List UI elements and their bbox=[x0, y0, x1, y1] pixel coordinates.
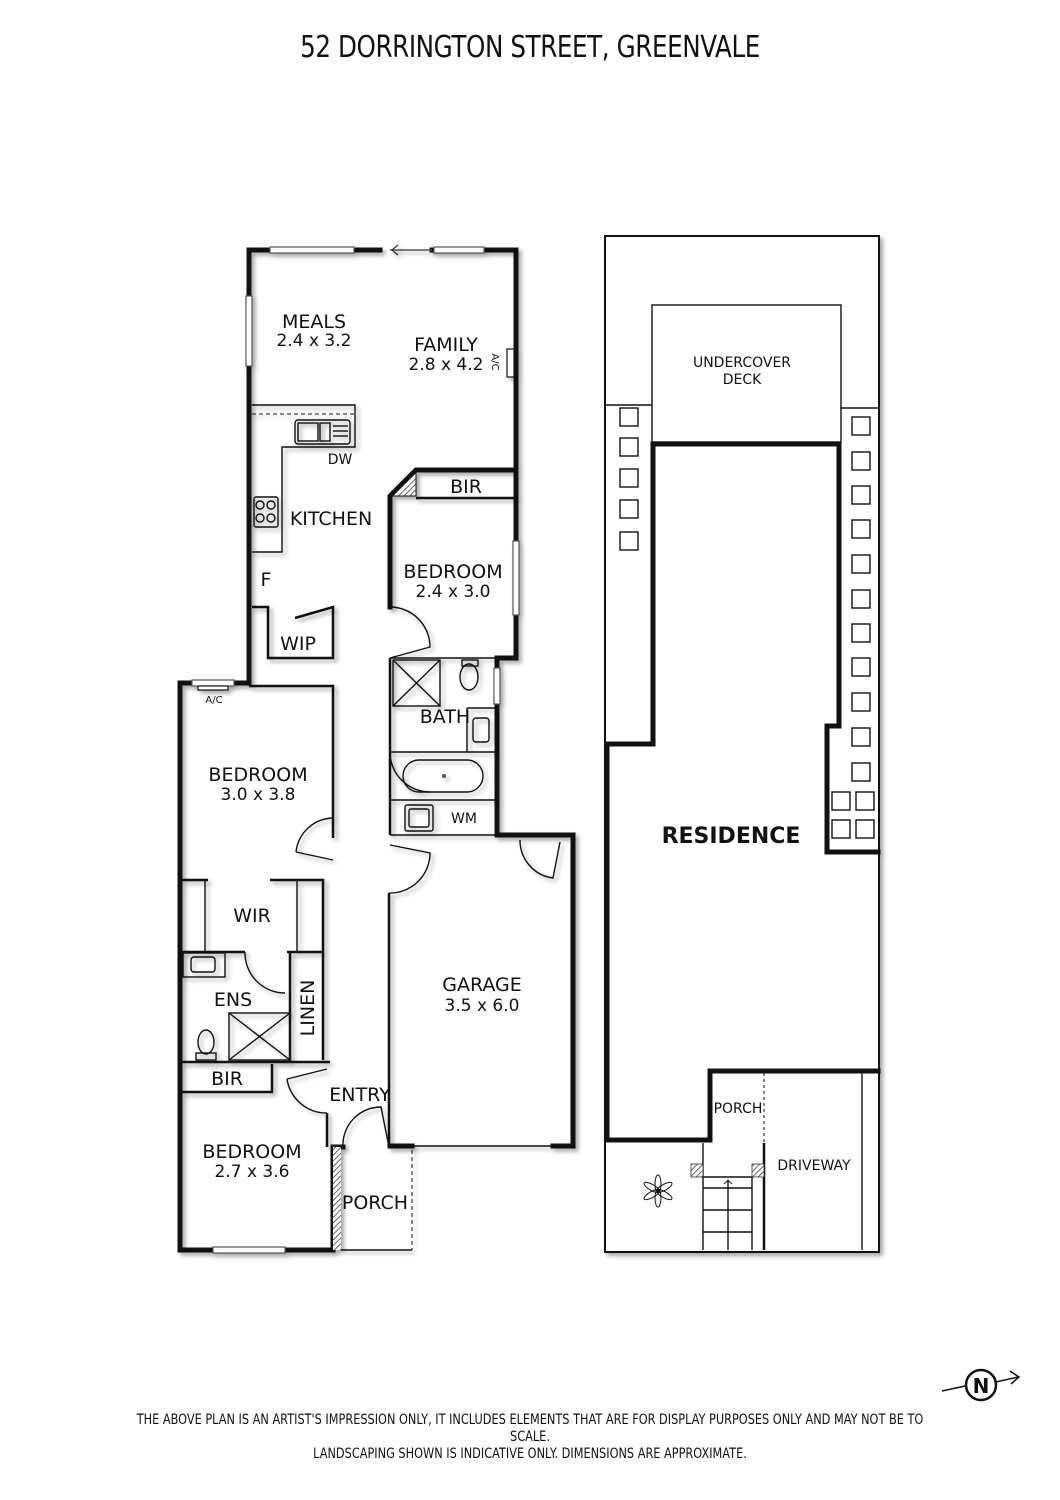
dishwasher-label: DW bbox=[328, 452, 353, 468]
ground-floor-labels: MEALS 2.4 x 3.2 FAMILY 2.8 x 4.2 A/C DW … bbox=[202, 311, 521, 1214]
room-label-entry: ENTRY bbox=[329, 1084, 391, 1106]
disclaimer-line2: LANDSCAPING SHOWN IS INDICATIVE ONLY. DI… bbox=[313, 1446, 747, 1462]
room-label-bedroom-3: BEDROOM bbox=[202, 1141, 301, 1163]
wip-label: WIP bbox=[280, 633, 316, 655]
room-dims-bedroom-1: 2.4 x 3.0 bbox=[416, 582, 491, 602]
compass-label: N bbox=[973, 1374, 990, 1398]
north-compass-icon: N bbox=[941, 1368, 1021, 1402]
room-label-wir: WIR bbox=[233, 905, 271, 927]
room-label-bedroom-2: BEDROOM bbox=[208, 764, 307, 786]
deck-label-line1: UNDERCOVER bbox=[693, 355, 791, 371]
ground-floor-plan bbox=[177, 244, 576, 1254]
ac-label-family: A/C bbox=[489, 353, 500, 370]
bir-label-top: BIR bbox=[450, 476, 482, 498]
room-label-meals: MEALS bbox=[282, 311, 346, 333]
room-label-family: FAMILY bbox=[414, 334, 478, 356]
page-title: 52 DORRINGTON STREET, GREENVALE bbox=[300, 30, 760, 65]
plant-icon bbox=[643, 1174, 673, 1208]
disclaimer: THE ABOVE PLAN IS AN ARTIST'S IMPRESSION… bbox=[117, 1412, 944, 1463]
room-dims-family: 2.8 x 4.2 bbox=[409, 355, 484, 375]
disclaimer-line1: THE ABOVE PLAN IS AN ARTIST'S IMPRESSION… bbox=[136, 1412, 924, 1445]
site-plan bbox=[604, 235, 881, 1253]
room-dims-bedroom-3: 2.7 x 3.6 bbox=[215, 1162, 290, 1182]
room-label-bedroom-1: BEDROOM bbox=[403, 561, 502, 583]
fridge-label: F bbox=[261, 569, 272, 591]
room-dims-bedroom-2: 3.0 x 3.8 bbox=[221, 785, 296, 805]
deck-label-line2: DECK bbox=[723, 372, 762, 388]
room-label-ens: ENS bbox=[214, 989, 252, 1011]
room-label-bath: BATH bbox=[420, 706, 470, 728]
driveway-label: DRIVEWAY bbox=[777, 1158, 851, 1174]
washing-machine-label: WM bbox=[451, 811, 477, 827]
site-porch-label: PORCH bbox=[714, 1101, 763, 1117]
residence-label: RESIDENCE bbox=[662, 824, 801, 849]
linen-label: LINEN bbox=[297, 980, 319, 1037]
ac-label-bedroom: A/C bbox=[205, 695, 222, 706]
room-dims-garage: 3.5 x 6.0 bbox=[445, 996, 520, 1016]
bir-label-bottom: BIR bbox=[211, 1068, 243, 1090]
room-label-garage: GARAGE bbox=[442, 974, 522, 996]
room-dims-meals: 2.4 x 3.2 bbox=[277, 331, 352, 351]
room-label-kitchen: KITCHEN bbox=[290, 508, 372, 530]
room-label-porch: PORCH bbox=[342, 1192, 408, 1214]
